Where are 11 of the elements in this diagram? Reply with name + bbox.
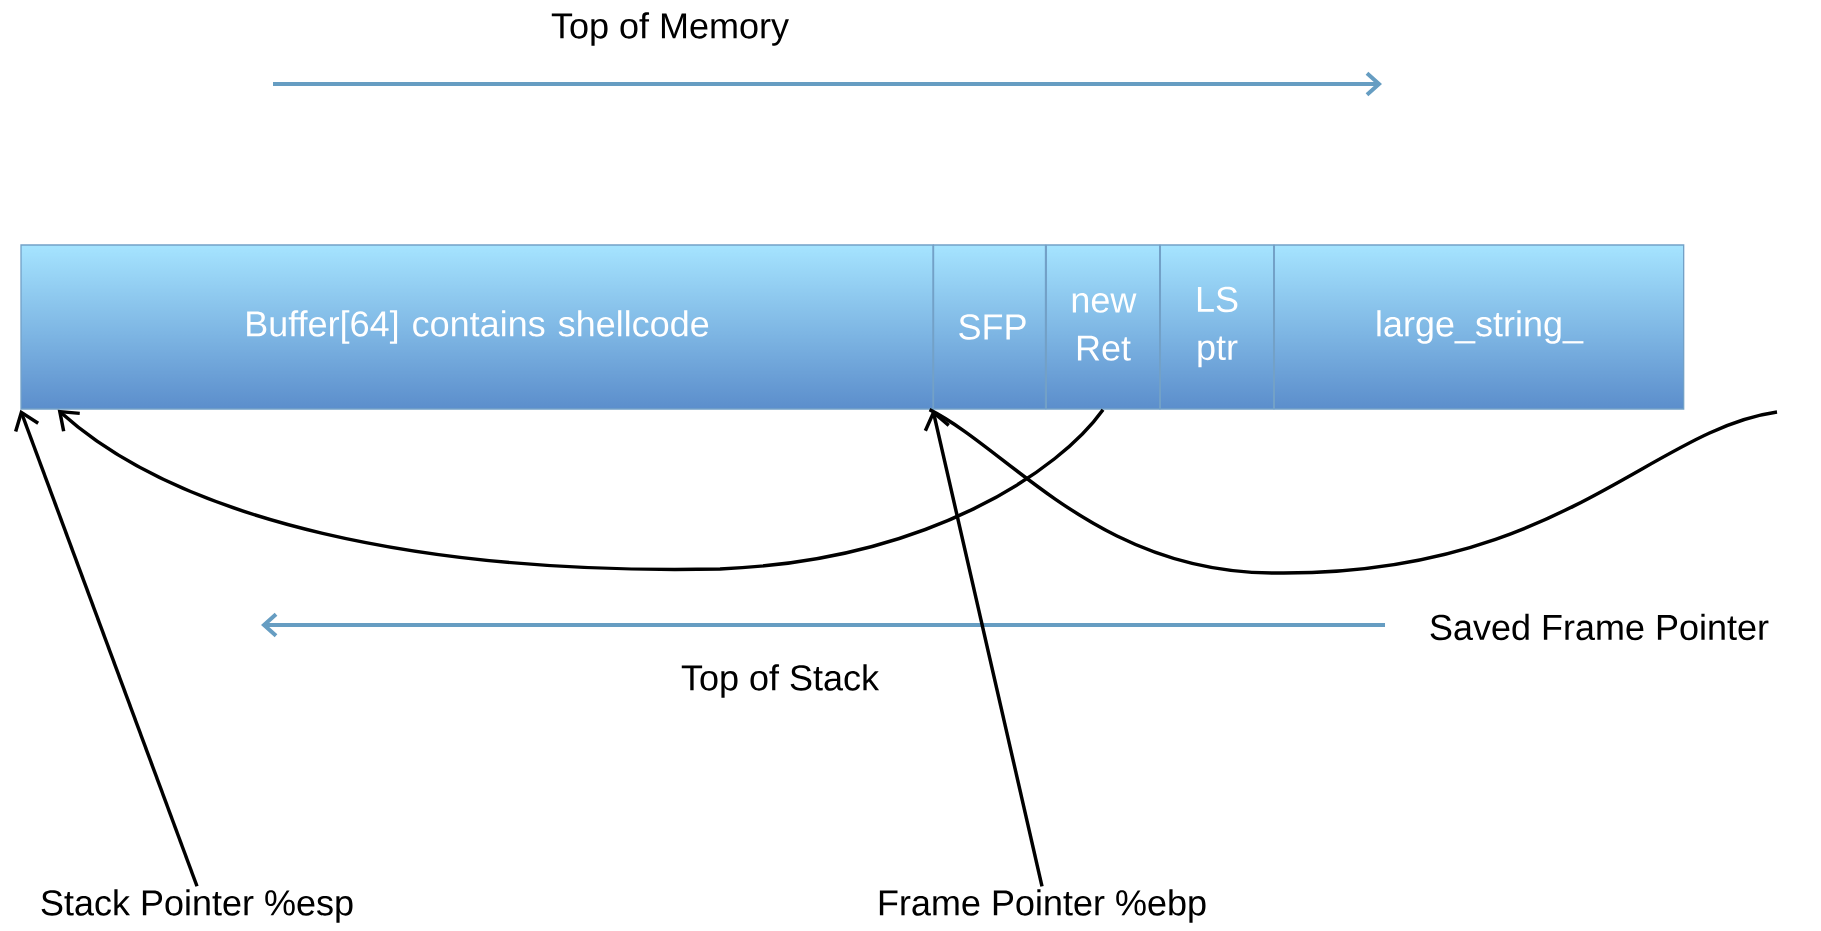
memory-cell: LS ptr [1159, 244, 1275, 410]
direction-label: Top of Stack [681, 664, 880, 698]
arrow [14, 409, 199, 887]
direction-label: Saved Frame Pointer [1430, 613, 1769, 641]
pointer-label: Frame Pointer %ebp [879, 889, 1206, 923]
direction-label: Top of Memory [551, 12, 789, 46]
arrow [923, 409, 1044, 887]
pointer-label: Stack Pointer %esp [41, 889, 353, 923]
memory-cell: new Ret [1045, 244, 1161, 410]
arrow [57, 408, 1105, 571]
memory-cell: SFP [932, 244, 1047, 410]
